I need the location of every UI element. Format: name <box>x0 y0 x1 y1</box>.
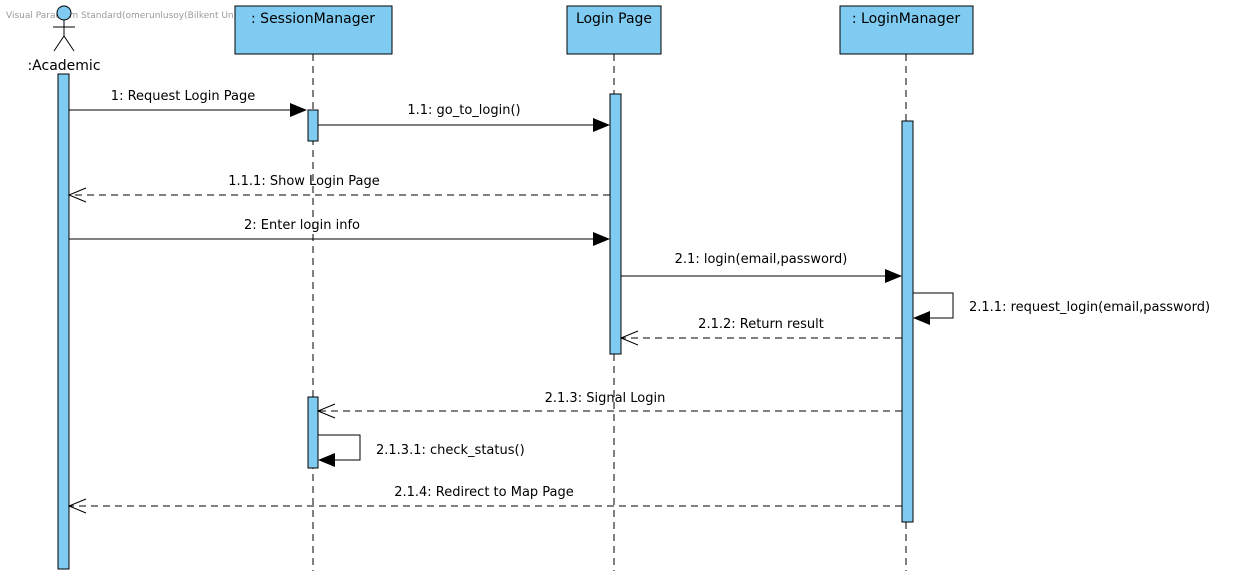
lifeline-title-login-manager: : LoginManager <box>852 11 961 27</box>
activation-bar-login-manager <box>901 120 914 523</box>
message-label: 2.1.3.1: check_status() <box>376 443 525 458</box>
filled-arrowhead <box>593 118 610 132</box>
message-enter-login-info: 2: Enter login info <box>69 218 610 246</box>
activation-bar-academic <box>57 73 70 570</box>
open-arrowhead <box>316 403 336 419</box>
message-show-login-page: 1.1.1: Show Login Page <box>67 174 610 203</box>
open-arrowhead <box>619 330 639 346</box>
message-signal-login: 2.1.3: Signal Login <box>316 391 902 419</box>
message-check-status-self: 2.1.3.1: check_status() <box>318 434 525 467</box>
filled-arrowhead <box>913 311 930 325</box>
open-arrowhead <box>67 498 87 514</box>
actor-label: :Academic <box>27 58 100 74</box>
watermark: Visual Paradigm Standard(omerunlusoy(Bil… <box>6 11 251 21</box>
activation-bar-session-manager-2 <box>307 396 319 469</box>
lifeline-header-session-manager: : SessionManager <box>234 5 393 55</box>
activation-bar-login-page <box>609 93 622 355</box>
lifeline-header-login-manager: : LoginManager <box>839 5 974 55</box>
actor-academic: :Academic <box>27 5 101 74</box>
filled-arrowhead <box>290 103 307 117</box>
message-go-to-login: 1.1: go_to_login() <box>318 103 610 132</box>
message-label: 1.1: go_to_login() <box>407 103 520 118</box>
message-login: 2.1: login(email,password) <box>621 252 902 283</box>
message-label: 2.1.2: Return result <box>698 317 824 332</box>
filled-arrowhead <box>318 453 335 467</box>
message-label: 2.1.1: request_login(email,password) <box>969 300 1210 315</box>
activation-bar-session-manager-1 <box>307 109 319 142</box>
message-label: 1: Request Login Page <box>111 89 255 104</box>
filled-arrowhead <box>885 269 902 283</box>
lifeline-title-session-manager: : SessionManager <box>251 11 375 27</box>
stick-figure-icon <box>53 5 75 52</box>
lifeline-header-login-page: Login Page <box>566 5 662 55</box>
message-label: 2: Enter login info <box>244 218 360 233</box>
message-label: 2.1.3: Signal Login <box>545 391 666 406</box>
message-label: 1.1.1: Show Login Page <box>228 174 379 189</box>
lifeline-title-login-page: Login Page <box>576 11 652 27</box>
filled-arrowhead <box>593 232 610 246</box>
message-request-login-self: 2.1.1: request_login(email,password) <box>913 292 1210 325</box>
message-label: 2.1: login(email,password) <box>675 252 848 267</box>
message-request-login-page: 1: Request Login Page <box>69 89 307 117</box>
message-label: 2.1.4: Redirect to Map Page <box>394 485 574 500</box>
message-return-result: 2.1.2: Return result <box>619 317 902 346</box>
message-redirect-to-map-page: 2.1.4: Redirect to Map Page <box>67 485 902 514</box>
open-arrowhead <box>67 187 87 203</box>
